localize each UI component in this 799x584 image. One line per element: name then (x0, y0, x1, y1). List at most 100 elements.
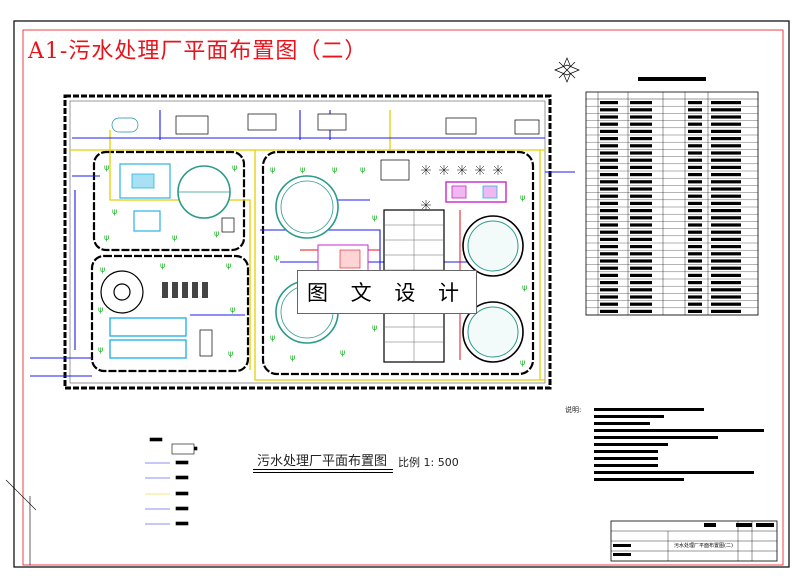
table-cell-mark (630, 201, 652, 205)
table-cell-mark (630, 101, 652, 105)
table-cell-mark (630, 288, 652, 292)
table-cell-mark (630, 209, 652, 213)
table-cell-mark (600, 101, 618, 105)
table-cell-mark (711, 115, 741, 119)
svg-text:ψ: ψ (104, 233, 109, 242)
svg-text:ψ: ψ (226, 261, 231, 270)
table-cell-mark (630, 230, 652, 234)
table-cell-mark (711, 194, 741, 198)
table-cell-mark (688, 187, 702, 191)
table-cell-mark (600, 237, 618, 241)
table-cell-mark (630, 237, 652, 241)
svg-text:ψ: ψ (172, 233, 177, 242)
table-cell-mark (688, 295, 702, 299)
table-cell-mark (688, 201, 702, 205)
table-cell-mark (600, 252, 618, 256)
zone-top-left (92, 150, 246, 252)
table-cell-mark (688, 151, 702, 155)
table-cell-mark (630, 187, 652, 191)
table-cell-mark (688, 259, 702, 263)
legend (145, 437, 198, 526)
zone-right (261, 150, 535, 376)
table-cell-mark (711, 101, 741, 105)
svg-text:ψ: ψ (98, 305, 103, 314)
table-cell-mark (600, 309, 618, 313)
table-cell-mark (600, 108, 618, 112)
table-cell-mark (600, 165, 618, 169)
svg-text:ψ: ψ (232, 163, 237, 172)
table-cell-mark (630, 259, 652, 263)
table-cell-mark (630, 245, 652, 249)
table-cell-mark (630, 309, 652, 313)
table-cell-mark (688, 194, 702, 198)
table-cell-mark (711, 144, 741, 148)
table-cell-mark (711, 237, 741, 241)
svg-text:ψ: ψ (270, 165, 275, 174)
sheet-border (13, 20, 790, 568)
title-block-drawing-name: 污水处理厂平面布置图(二) (674, 543, 733, 549)
table-cell-mark (600, 230, 618, 234)
table-cell-mark (688, 115, 702, 119)
table-cell-mark (600, 223, 618, 227)
table-cell-mark (630, 216, 652, 220)
svg-text:ψ: ψ (520, 358, 525, 367)
table-cell-mark (711, 137, 741, 141)
drawing-title-underline (253, 469, 393, 473)
table-cell-mark (711, 252, 741, 256)
table-cell-mark (630, 194, 652, 198)
table-cell-mark (600, 295, 618, 299)
table-cell-mark (711, 173, 741, 177)
table-cell-mark (688, 144, 702, 148)
table-cell-mark (711, 309, 741, 313)
table-cell-mark (688, 129, 702, 133)
main-title: A1-污水处理厂平面布置图（二） (28, 39, 368, 64)
table-cell-mark (688, 173, 702, 177)
svg-text:ψ: ψ (98, 345, 103, 354)
table-cell-mark (711, 266, 741, 270)
table-cell-mark (711, 245, 741, 249)
table-cell-mark (711, 295, 741, 299)
svg-text:ψ: ψ (520, 193, 525, 202)
table-cell-mark (630, 252, 652, 256)
table-cell-mark (711, 209, 741, 213)
svg-text:ψ: ψ (290, 353, 295, 362)
table-cell-mark (711, 151, 741, 155)
table-cell-mark (630, 266, 652, 270)
table-cell-mark (630, 302, 652, 306)
svg-text:ψ: ψ (214, 229, 219, 238)
table-cell-mark (688, 273, 702, 277)
table-cell-mark (600, 122, 618, 126)
table-cell-mark (600, 129, 618, 133)
tree-icon: ψψψ ψψψ ψψψ ψψψ ψψψ ψψψ ψψψ ψψψ ψψψ (98, 163, 527, 367)
table-cell-mark (630, 158, 652, 162)
table-cell-mark (688, 245, 702, 249)
svg-text:ψ: ψ (160, 261, 165, 270)
table-cell-mark (711, 216, 741, 220)
table-cell-mark (711, 165, 741, 169)
table-cell-mark (630, 122, 652, 126)
plant-boundary (63, 94, 552, 390)
table-cell-mark (711, 281, 741, 285)
north-arrow-icon (554, 57, 580, 83)
table-title-bar (638, 77, 706, 81)
svg-text:ψ: ψ (228, 349, 233, 358)
table-cell-mark (711, 122, 741, 126)
table-cell-mark (630, 137, 652, 141)
table-cell-mark (688, 223, 702, 227)
table-cell-mark (600, 194, 618, 198)
table-cell-mark (600, 266, 618, 270)
svg-text:ψ: ψ (372, 213, 377, 222)
table-cell-mark (711, 230, 741, 234)
table-cell-mark (688, 302, 702, 306)
table-cell-mark (688, 237, 702, 241)
zone-bottom-left (90, 254, 250, 373)
table-cell-mark (688, 180, 702, 184)
svg-text:ψ: ψ (372, 323, 377, 332)
table-cell-mark (688, 122, 702, 126)
table-cell-mark (600, 187, 618, 191)
table-cell-mark (688, 101, 702, 105)
table-cell-mark (711, 288, 741, 292)
table-cell-mark (688, 281, 702, 285)
table-cell-mark (688, 288, 702, 292)
watermark-stamp: 图 文 设 计 (297, 270, 477, 314)
